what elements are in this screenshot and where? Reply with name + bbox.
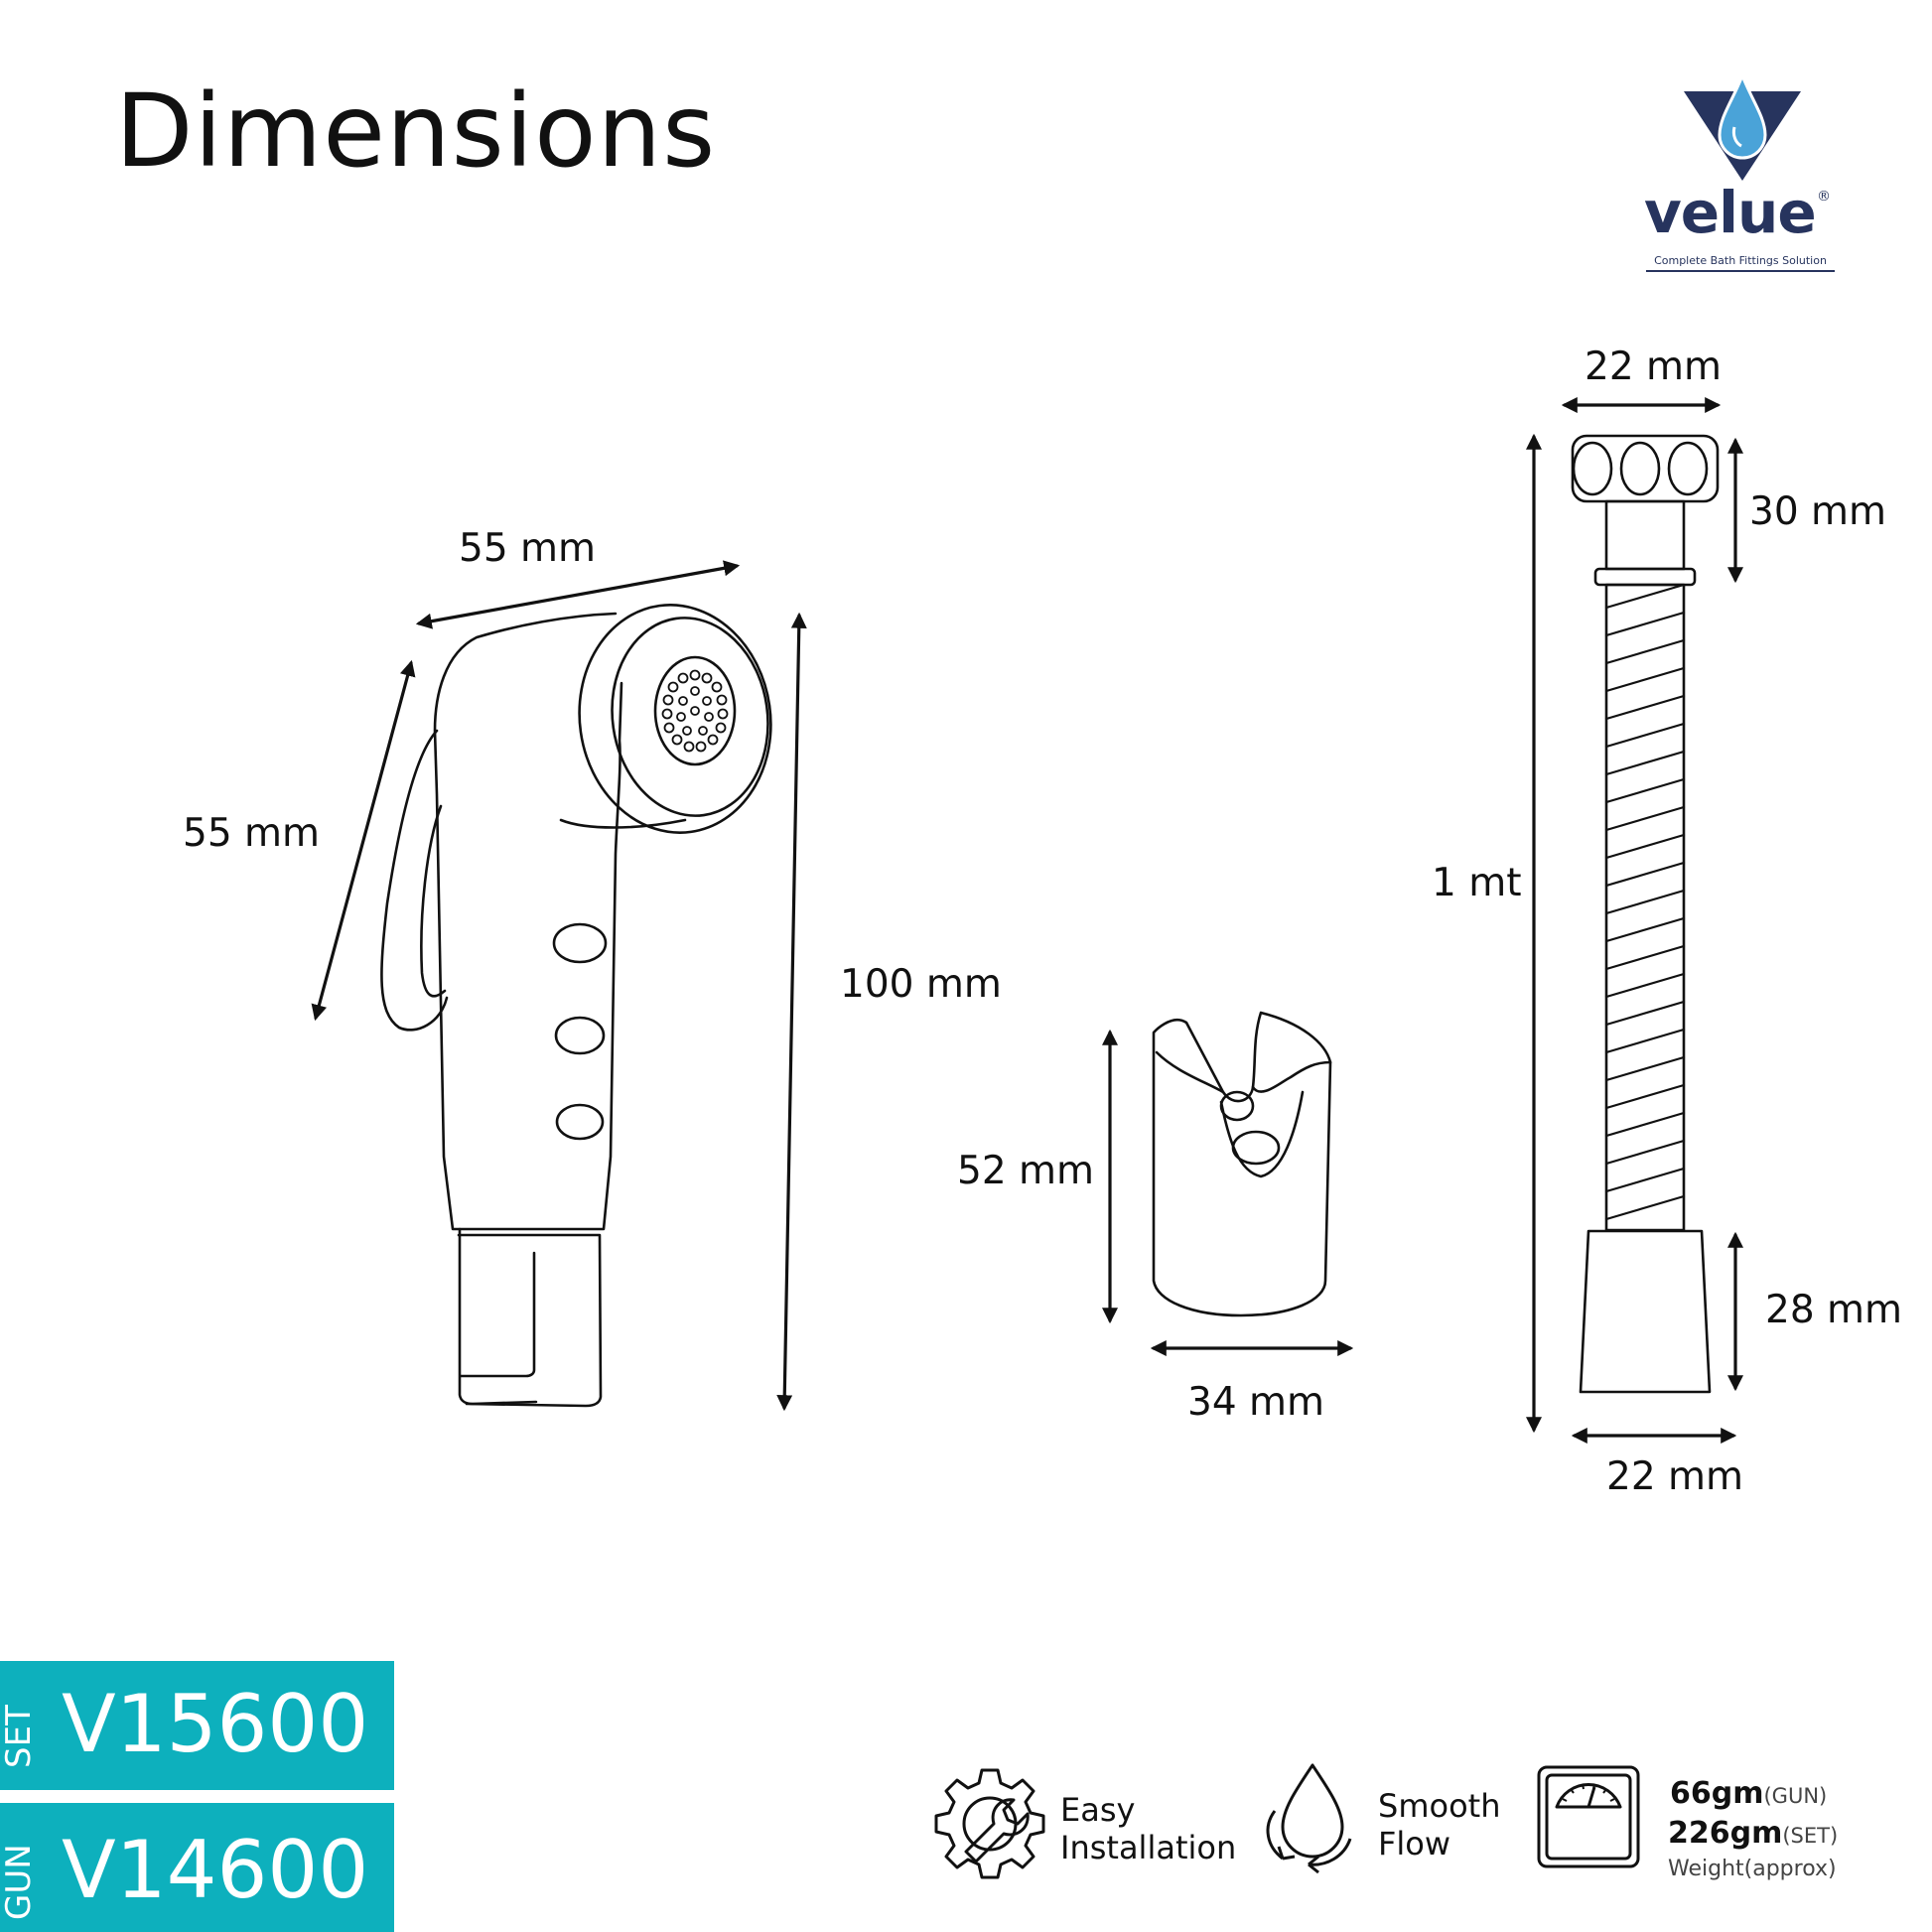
weighing-scale-icon: [1537, 1765, 1640, 1868]
brand-name: velue: [1644, 179, 1817, 246]
gun-model-band: GUN V14600: [0, 1803, 394, 1932]
feature-icons: [934, 1763, 1640, 1879]
dimension-arrows: [311, 397, 1743, 1444]
holder-width-label: 34 mm: [1187, 1380, 1325, 1425]
gun-button: [555, 1103, 605, 1141]
holder-hole: [1231, 1130, 1281, 1166]
gun-width-arrow: [415, 560, 741, 629]
gun-height-label: 100 mm: [840, 962, 1002, 1007]
holder-height-label: 52 mm: [957, 1149, 1095, 1193]
gun-weight: 66gm(GUN): [1670, 1776, 1828, 1811]
easy-installation-text: Easy Installation: [1060, 1791, 1237, 1866]
brand-tagline: Complete Bath Fittings Solution: [1646, 254, 1835, 272]
gun-model-code: V14600: [62, 1824, 369, 1916]
water-drop-icon: [1718, 70, 1767, 160]
water-drop-recycle-icon: [1266, 1763, 1352, 1874]
gun-handle-label: 55 mm: [183, 811, 321, 856]
page-title: Dimensions: [115, 72, 717, 191]
set-weight: 226gm(SET): [1668, 1816, 1839, 1851]
gun-width-label: 55 mm: [459, 526, 597, 571]
hose-length-label: 1 mt: [1432, 861, 1522, 905]
set-model-code: V15600: [62, 1678, 369, 1770]
set-model-band: SET V15600: [0, 1661, 394, 1790]
flexible-hose: [1571, 434, 1720, 1394]
hose-bottom-height-label: 28 mm: [1765, 1288, 1903, 1332]
hose-top-width-label: 22 mm: [1585, 345, 1723, 389]
hose-top-height-label: 30 mm: [1749, 489, 1887, 534]
gun-handle-arrow: [311, 659, 416, 1022]
hose-spiral: [1604, 583, 1686, 1221]
brand-registered: ®: [1817, 189, 1831, 205]
holder-hole: [1219, 1090, 1255, 1122]
gun-label: GUN: [0, 1844, 39, 1920]
velue-logo: [1684, 70, 1801, 181]
gun-button: [554, 1016, 606, 1055]
gear-wrench-icon: [934, 1768, 1045, 1879]
set-label: SET: [0, 1705, 39, 1768]
gun-button: [552, 922, 608, 964]
weight-note: Weight(approx): [1668, 1857, 1837, 1881]
spray-nozzle-holes: [661, 669, 729, 753]
hose-bottom-width-label: 22 mm: [1606, 1454, 1744, 1499]
gun-height-arrow: [776, 612, 807, 1412]
health-faucet-gun: [380, 604, 772, 1408]
wall-holder: [1152, 1011, 1332, 1317]
smooth-flow-text: Smooth Flow: [1378, 1787, 1501, 1863]
hose-bottom-cone: [1579, 1229, 1712, 1394]
